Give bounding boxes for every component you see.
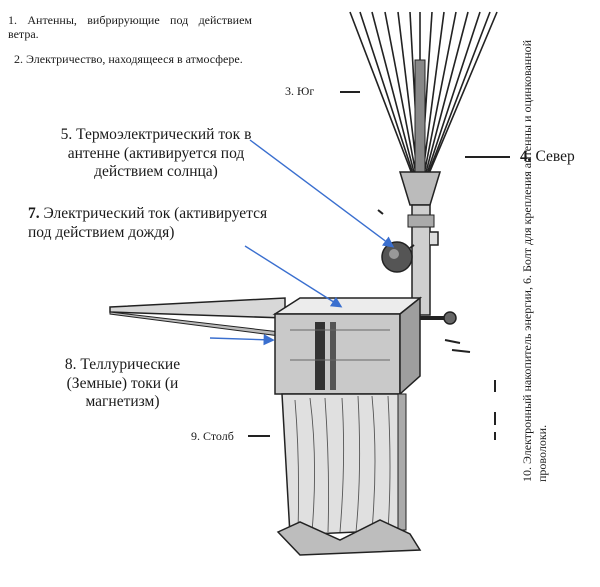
storage-box-top <box>272 297 423 315</box>
label-7-electric-current: 7. Электрический ток (активируется под д… <box>28 205 268 241</box>
ground-earth <box>276 519 422 556</box>
label-9-post: 9. Столб <box>191 429 234 443</box>
label-1-antennas: 1. Антенны, вибрирующие под действием ве… <box>8 13 252 42</box>
label-5-thermoelectric: 5. Термоэлектрический ток в антенне (акт… <box>60 126 252 181</box>
label-10-6-vertical: 10. Электронный накопитель энергии, 6. Б… <box>520 39 549 482</box>
label-3-south: 3. Юг <box>285 84 315 98</box>
arrow-8 <box>209 334 275 346</box>
bolt <box>443 311 457 325</box>
arrow-5 <box>249 139 395 248</box>
label-4-north: 4. Север <box>520 148 575 165</box>
label-2-atmospheric-electricity: 2. Электричество, находящееся в атмосфер… <box>14 52 243 66</box>
storage-box <box>274 313 401 395</box>
antenna-collar <box>398 171 442 206</box>
arrow-7 <box>244 245 343 308</box>
wooden-post <box>281 393 403 536</box>
label-8-telluric: 8. Теллурические (Земные) токи (и магнет… <box>64 356 181 411</box>
